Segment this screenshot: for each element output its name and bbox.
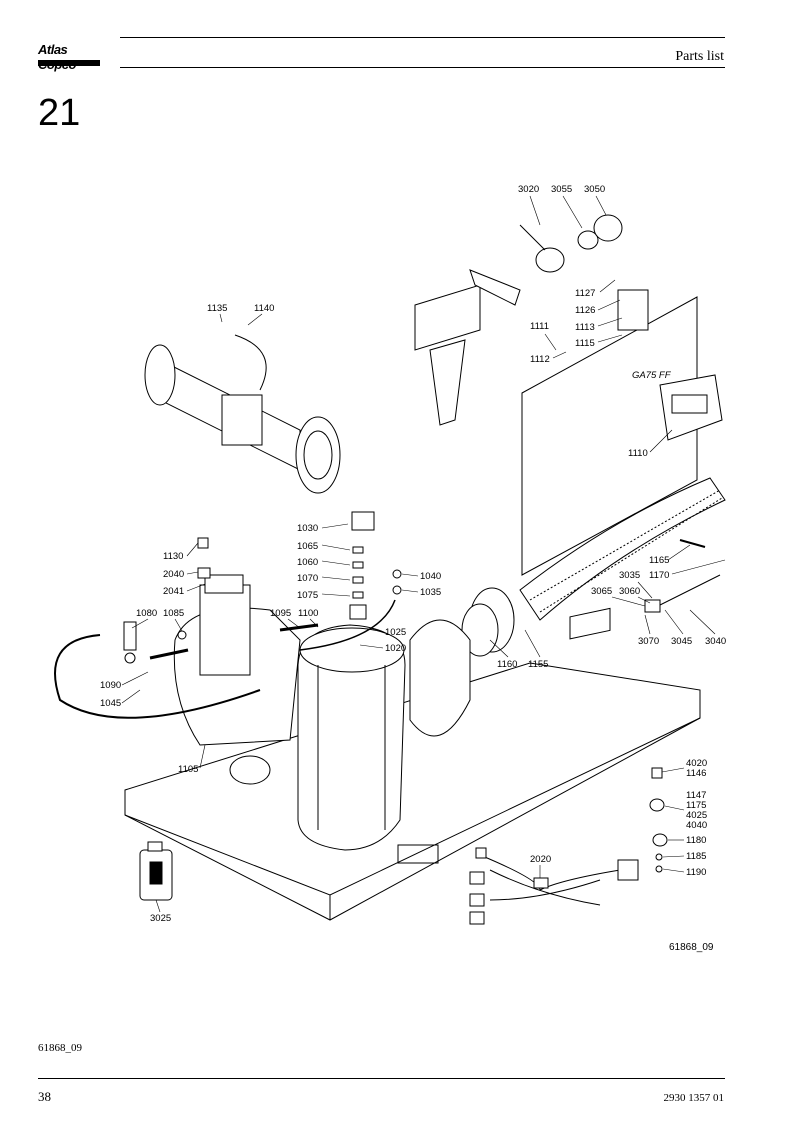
document-code: 2930 1357 01 <box>663 1092 725 1104</box>
callout: 4025 <box>686 810 707 821</box>
base-frame <box>124 607 701 921</box>
page-number: 38 <box>38 1089 51 1104</box>
callout: 2020 <box>530 854 551 865</box>
callout: 1020 <box>385 643 406 654</box>
callout: 1100 <box>298 608 318 619</box>
callout: 2041 <box>163 586 184 597</box>
callout: 1175 <box>686 800 706 811</box>
callout: 3070 <box>638 636 659 647</box>
callout: 3045 <box>671 636 692 647</box>
callout: 1113 <box>575 322 595 333</box>
callout: 1095 <box>270 608 291 619</box>
leader-lines <box>121 195 726 913</box>
callout: 1105 <box>178 764 198 775</box>
figure-reference: 61868_09 <box>669 942 714 953</box>
callout: 1135 <box>207 303 227 314</box>
callout: 1147 <box>686 790 706 801</box>
logo-bar <box>38 60 100 66</box>
callout: 3025 <box>150 913 171 924</box>
callout: 4040 <box>686 820 707 831</box>
callout: 1115 <box>575 338 595 349</box>
callout: 3040 <box>705 636 726 647</box>
callout: 1065 <box>297 541 318 552</box>
callout: 1185 <box>686 851 706 862</box>
callout: 1080 <box>136 608 157 619</box>
callout: 1127 <box>575 288 595 299</box>
callout: 2040 <box>163 569 184 580</box>
callout: 1045 <box>100 698 121 709</box>
callout: 3060 <box>619 586 640 597</box>
callout: 3055 <box>551 184 572 195</box>
callout: 4020 <box>686 758 707 769</box>
atlas-copco-logo: Atlas Copco <box>38 42 100 72</box>
control-panel: GA75 FF <box>521 296 723 576</box>
panel-model-label: GA75 FF <box>632 370 672 381</box>
header-top-rule <box>120 37 725 38</box>
callout: 1180 <box>686 835 706 846</box>
callout: 1060 <box>297 557 318 568</box>
callout: 1030 <box>297 523 318 534</box>
callout: 1070 <box>297 573 318 584</box>
callout: 1040 <box>420 571 441 582</box>
callout: 1190 <box>686 867 706 878</box>
footer-rule <box>38 1078 725 1079</box>
callout: 1090 <box>100 680 121 691</box>
page-title: Parts list <box>675 49 724 64</box>
cooler <box>144 344 341 494</box>
callout: 1075 <box>297 590 318 601</box>
footer-figure-reference: 61868_09 <box>38 1042 82 1054</box>
callout: 1130 <box>163 551 183 562</box>
callout: 1170 <box>649 570 669 581</box>
callout: 3035 <box>619 570 640 581</box>
callout: 1112 <box>530 354 550 365</box>
callout: 1160 <box>497 659 517 670</box>
callout: 1110 <box>628 448 648 459</box>
callout: 1035 <box>420 587 441 598</box>
callout: 3050 <box>584 184 605 195</box>
callout: 1165 <box>649 555 669 566</box>
callout: 1085 <box>163 608 184 619</box>
wiring-harness <box>469 847 639 925</box>
oil-separator-vessel <box>297 619 471 851</box>
callout: 3065 <box>591 586 612 597</box>
callout: 3020 <box>518 184 539 195</box>
callout: 1111 <box>530 321 549 332</box>
callout: 1146 <box>686 768 706 779</box>
callout: 1025 <box>385 627 406 638</box>
callout: 1126 <box>575 305 595 316</box>
flexible-duct <box>461 477 726 657</box>
hoses <box>54 334 396 719</box>
callout-labels: 3020 3055 3050 1127 1126 1113 1115 1111 … <box>100 184 726 924</box>
header-bottom-rule <box>120 67 725 68</box>
compressor-element <box>173 574 301 785</box>
section-number: 21 <box>38 92 81 134</box>
filter-valve-assembly <box>414 214 649 426</box>
callout: 1155 <box>528 659 548 670</box>
callout: 1140 <box>254 303 274 314</box>
